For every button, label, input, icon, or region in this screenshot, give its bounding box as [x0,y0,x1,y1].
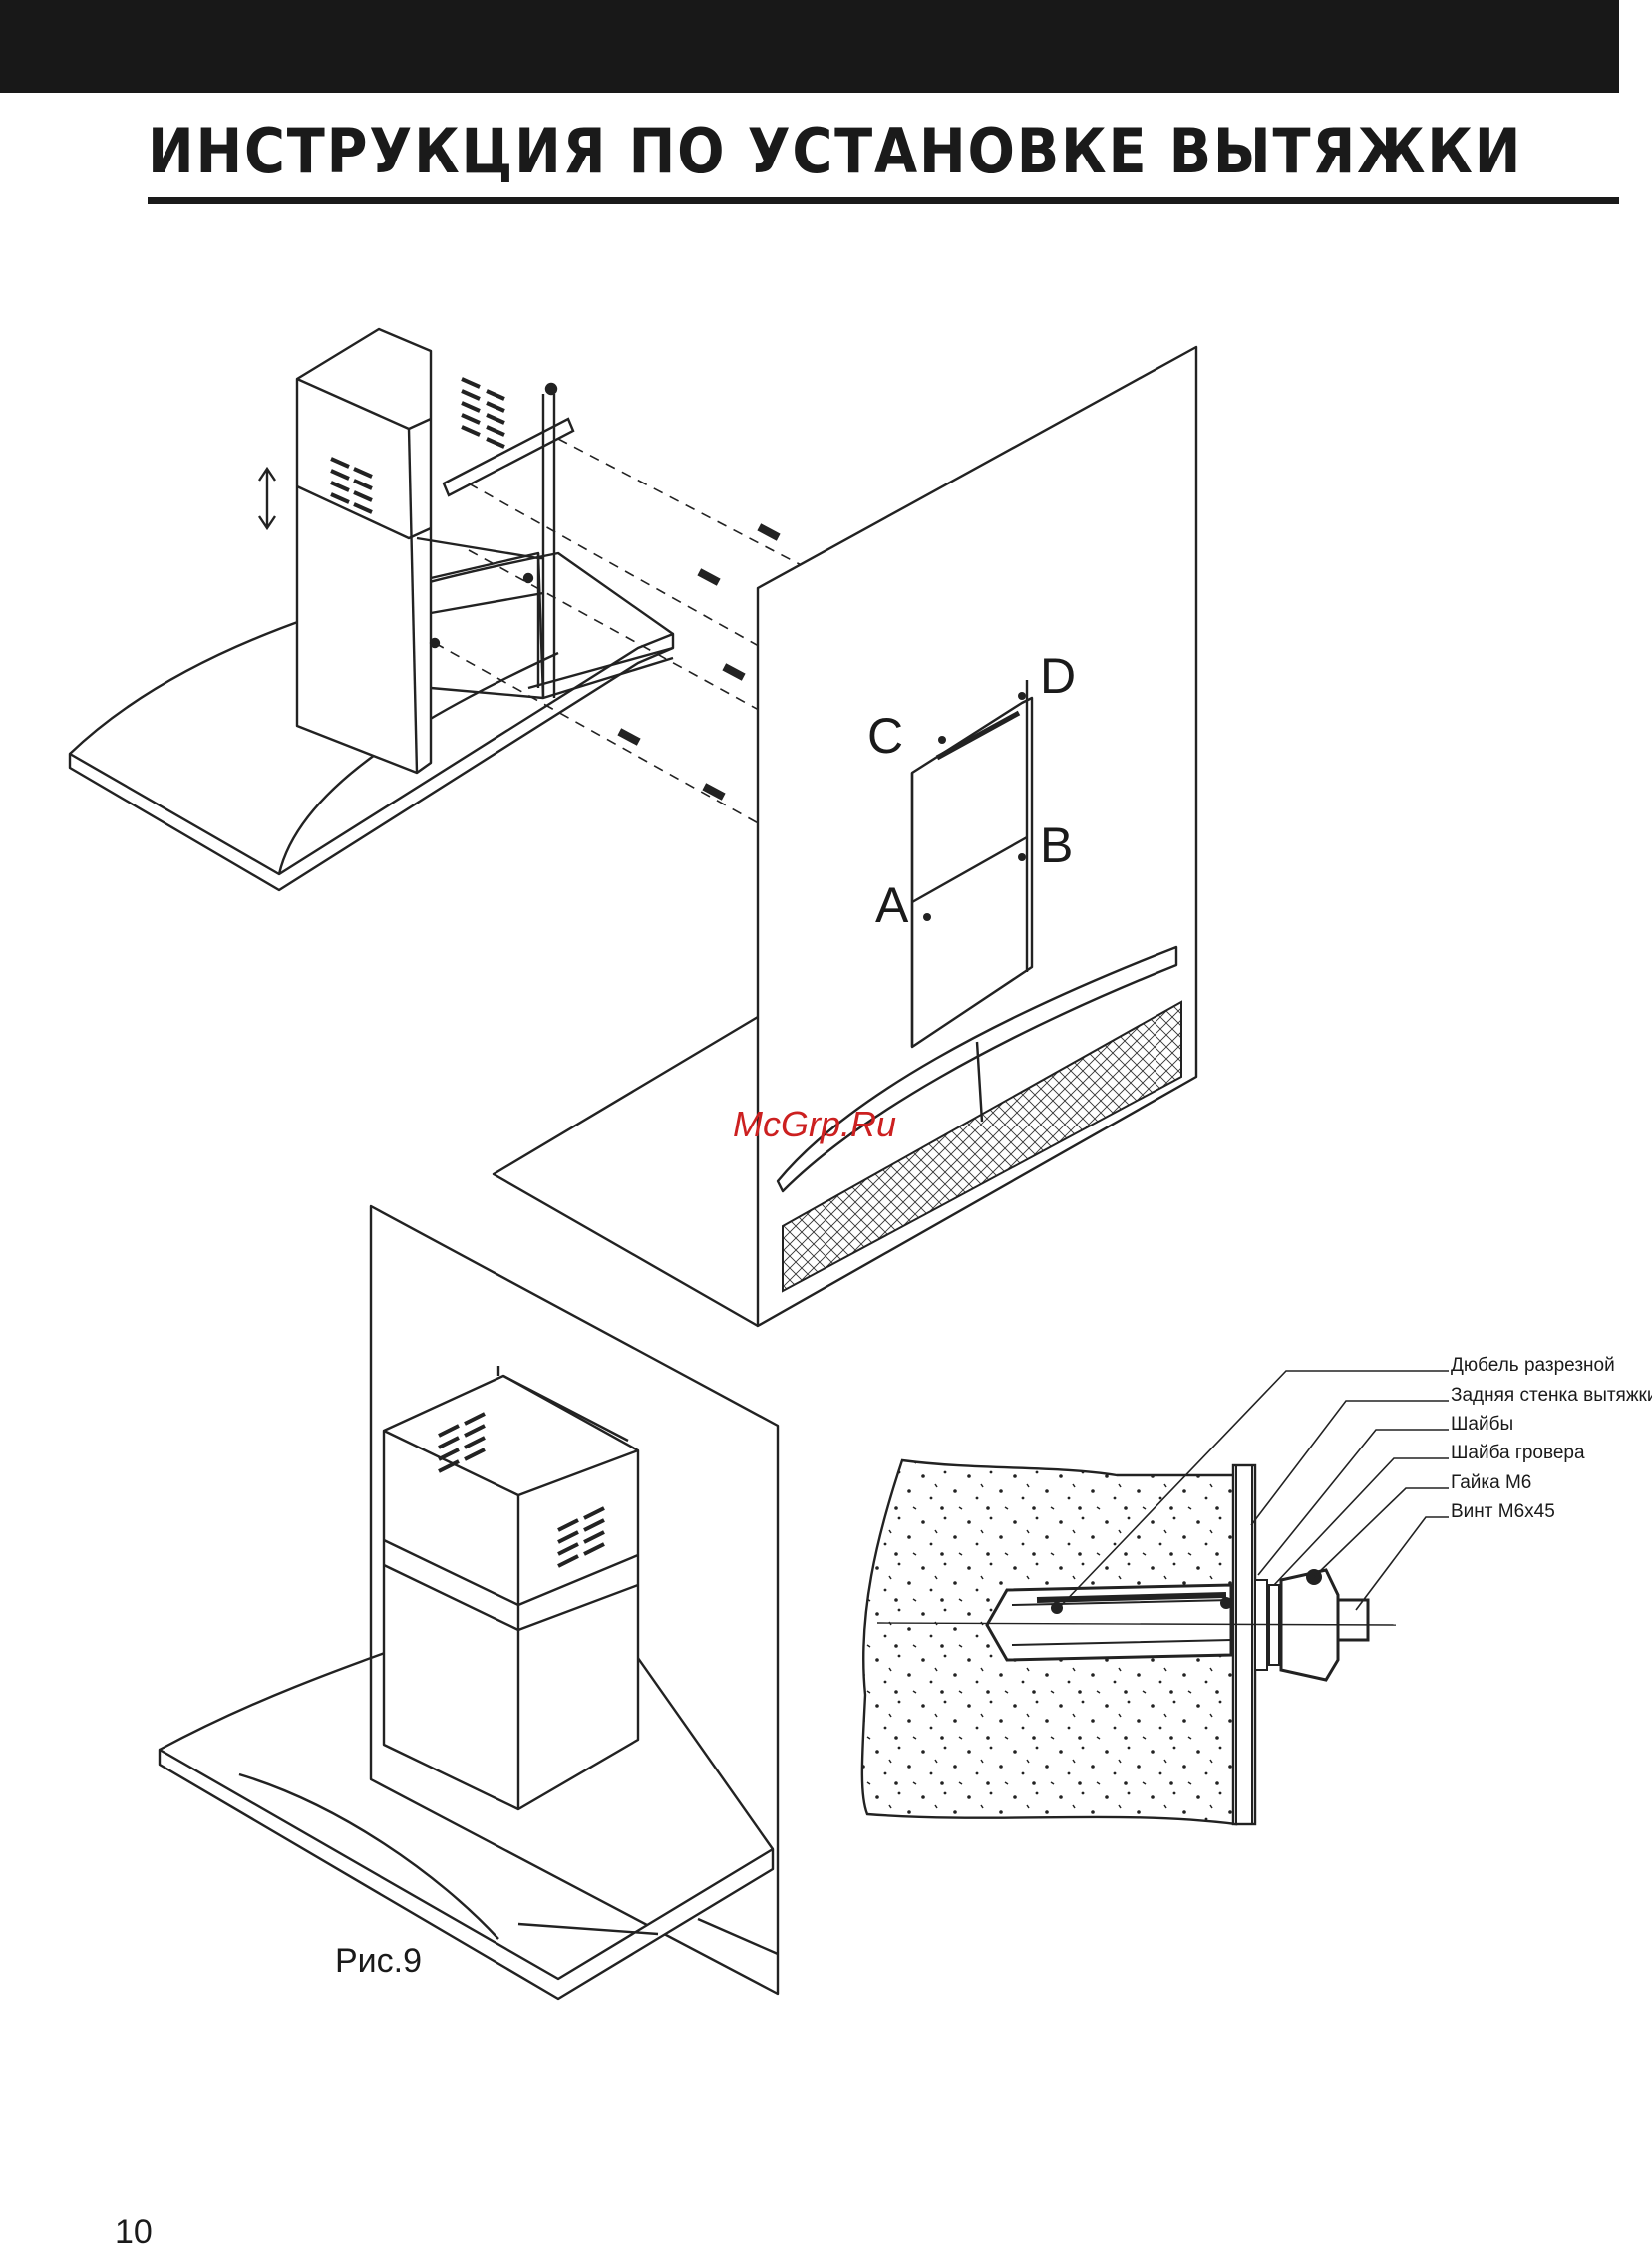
page-number: 10 [115,2213,153,2252]
up-down-arrow-icon [259,469,275,528]
callout-screw-m6x45: Винт М6х45 [1451,1501,1555,1522]
label-b: B [1040,817,1073,873]
watermark: McGrp.Ru [733,1104,896,1144]
mounting-bracket [431,384,573,698]
label-a: A [875,877,909,933]
label-c: C [867,708,903,764]
label-d: D [1040,648,1076,704]
assembled-hood-view [160,1206,778,1999]
callout-hood-back-wall: Задняя стенка вытяжки [1451,1385,1652,1406]
hood-exploded-view [70,329,673,890]
callout-split-dowel: Дюбель разрезной [1451,1355,1615,1376]
callout-spring-washer: Шайба гровера [1451,1443,1585,1463]
callout-labels: Дюбель разрезной Задняя стенка вытяжки Ш… [1451,1355,1652,1522]
callout-nut-m6: Гайка М6 [1451,1472,1531,1493]
wall-panel [494,347,1196,1326]
callout-washers: Шайбы [1451,1414,1513,1435]
figure-caption: Рис.9 [335,1942,422,1980]
anchor-detail [862,1460,1396,1824]
